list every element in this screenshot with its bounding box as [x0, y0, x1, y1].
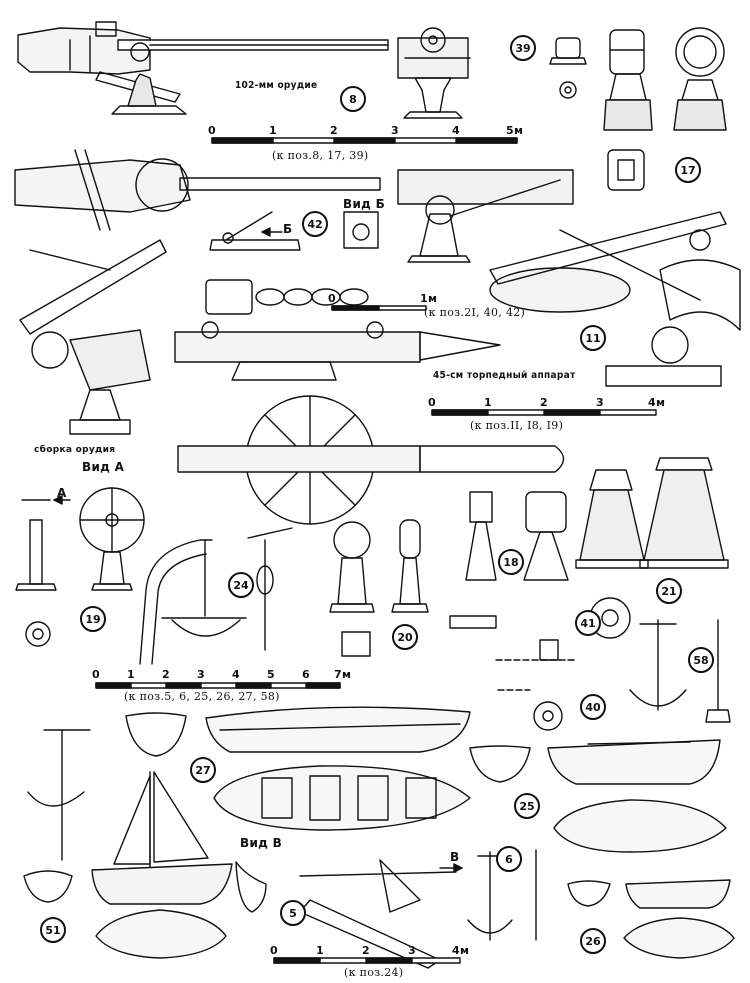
label-view-a: Вид А [82, 460, 125, 474]
scale5-tick-4: 4м [452, 944, 470, 957]
badge-40: 40 [580, 694, 606, 720]
scale1-tick-5: 5м [506, 124, 524, 137]
scale3-tick-3: 3 [596, 396, 604, 409]
badge-24: 24 [228, 572, 254, 598]
torpedo-tube-wheel-drawing [177, 395, 565, 525]
badge-18: 18 [498, 549, 524, 575]
gun-102-side-drawing [17, 21, 389, 115]
part-39-drawing [549, 37, 587, 99]
badge-21: 21 [656, 578, 682, 604]
boat-25-drawing [469, 739, 727, 853]
badge-8: 8 [340, 86, 366, 112]
scale4-tick-7: 7м [334, 668, 352, 681]
badge-51: 51 [40, 917, 66, 943]
badge-58: 58 [688, 647, 714, 673]
scale1-tick-0: 0 [208, 124, 216, 137]
label-gun-102: 102-мм орудие [235, 80, 318, 91]
scale2-tick-1: 1м [420, 292, 438, 305]
boat-27-side-drawing [125, 706, 471, 757]
telegraph-20-drawing [329, 519, 429, 657]
scale4-tick-3: 3 [197, 668, 205, 681]
binnacle-21-drawing [575, 457, 729, 639]
label-view-v: Вид В [240, 836, 283, 850]
scale4-note: (к поз.5, 6, 25, 26, 27, 58) [124, 690, 280, 703]
scale4-tick-2: 2 [162, 668, 170, 681]
davit-51-drawing [23, 729, 227, 959]
badge-5: 5 [280, 900, 306, 926]
badge-26: 26 [580, 928, 606, 954]
scale4-tick-6: 6 [302, 668, 310, 681]
sailboat-drawing [91, 771, 233, 905]
scale4-tick-1: 1 [127, 668, 135, 681]
label-view-b: Вид Б [343, 197, 386, 211]
scale1-tick-3: 3 [391, 124, 399, 137]
scale1-tick-1: 1 [269, 124, 277, 137]
scale-bar-2 [331, 305, 427, 311]
chain-drawing [205, 279, 369, 315]
scale1-note: (к поз.8, 17, 39) [272, 149, 369, 162]
badge-17: 17 [675, 157, 701, 183]
view-arrow-v [439, 863, 463, 873]
scale-bar-1 [211, 137, 518, 144]
scale5-tick-3: 3 [408, 944, 416, 957]
gun-assembly-drawing [19, 239, 167, 435]
badge-39: 39 [510, 35, 536, 61]
view-arrow-b [261, 227, 283, 237]
badge-11: 11 [580, 325, 606, 351]
searchlight-17-drawing [603, 27, 727, 191]
label-arrow-b: Б [283, 222, 293, 236]
scale4-tick-4: 4 [232, 668, 240, 681]
scale5-tick-0: 0 [270, 944, 278, 957]
stopper-41-drawing [495, 639, 575, 661]
torpedo-tube-iso-11-drawing [489, 211, 741, 331]
view-arrow-a [53, 495, 71, 505]
label-arrow-a: А [57, 486, 67, 500]
scale-bar-4 [95, 682, 341, 689]
steering-wheel-19-drawing [15, 487, 145, 647]
badge-41: 41 [575, 610, 601, 636]
scale2-note: (к поз.2I, 40, 42) [424, 306, 526, 319]
scale-bar-3 [431, 409, 657, 416]
gun-102-front-drawing [397, 27, 471, 119]
torpedo-tube-45-side-drawing [174, 321, 501, 381]
badge-25: 25 [514, 793, 540, 819]
rangefinder-18-drawing [449, 491, 569, 629]
scale3-tick-0: 0 [428, 396, 436, 409]
part-40-drawing [497, 689, 563, 731]
badge-20: 20 [392, 624, 418, 650]
scale-bar-5 [273, 957, 461, 964]
anchor-58-drawing [629, 619, 731, 723]
scale3-tick-4: 4м [648, 396, 666, 409]
badge-27: 27 [190, 757, 216, 783]
scale2-tick-0: 0 [328, 292, 336, 305]
boat-26-drawing [567, 879, 735, 959]
scale3-tick-2: 2 [540, 396, 548, 409]
scale5-tick-2: 2 [362, 944, 370, 957]
badge-42: 42 [302, 211, 328, 237]
scale4-tick-5: 5 [267, 668, 275, 681]
gun-side-right-drawing [397, 169, 574, 263]
scale3-note: (к поз.II, I8, I9) [470, 419, 564, 432]
scale5-tick-1: 1 [316, 944, 324, 957]
gun-top-view-drawing [14, 149, 381, 231]
scale1-tick-2: 2 [330, 124, 338, 137]
davit-24-drawing [139, 527, 293, 665]
scale4-tick-0: 0 [92, 668, 100, 681]
scale5-note: (к поз.24) [344, 966, 404, 979]
torpedo-tube-end-11-drawing [605, 326, 722, 387]
scale3-tick-1: 1 [484, 396, 492, 409]
badge-19: 19 [80, 606, 106, 632]
stopper-42-drawing [209, 211, 379, 251]
label-torpedo-45: 45-см торпедный аппарат [433, 370, 576, 381]
boat-27-plan-drawing [213, 765, 471, 831]
label-gun-assembly: сборка орудия [34, 445, 116, 455]
label-arrow-v: В [450, 850, 460, 864]
badge-6: 6 [496, 846, 522, 872]
davit-v-5-drawing [235, 859, 457, 969]
scale1-tick-4: 4 [452, 124, 460, 137]
